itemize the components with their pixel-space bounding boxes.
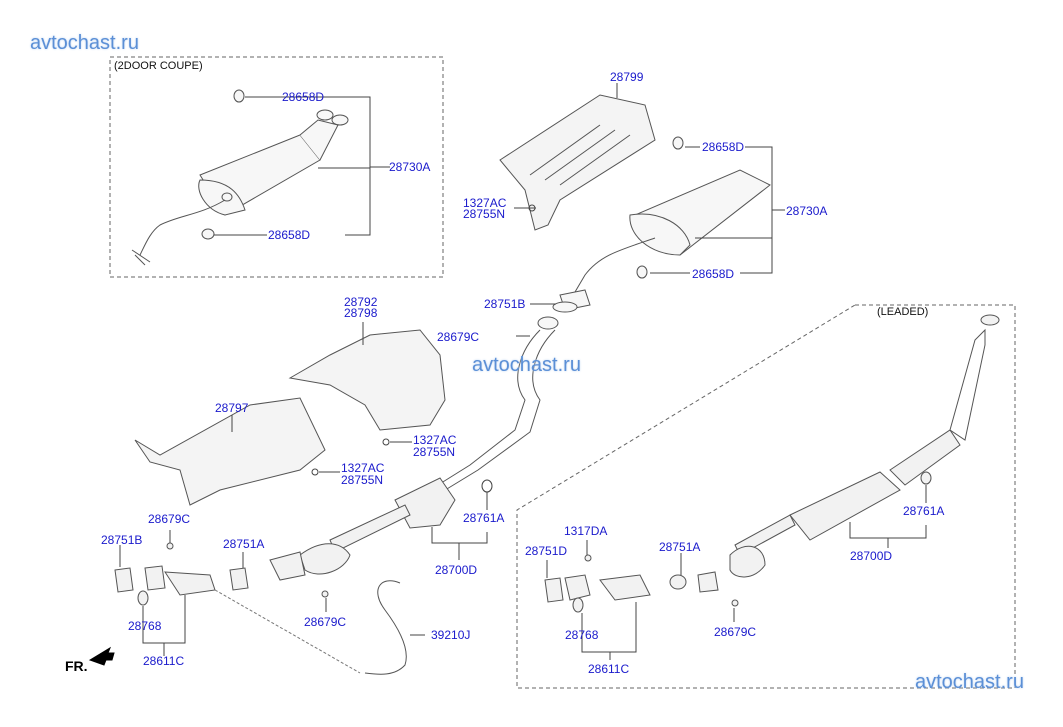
part-label-28700d[interactable]: 28700D	[435, 563, 478, 577]
part-label-28761a[interactable]: 28761A	[463, 511, 505, 525]
part-label-28730a[interactable]: 28730A	[786, 204, 828, 218]
part-label-28751b[interactable]: 28751B	[101, 533, 143, 547]
part-label-28751a[interactable]: 28751A	[223, 537, 265, 551]
part-label-28768[interactable]: 28768	[565, 628, 599, 642]
part-label-28751d[interactable]: 28751D	[525, 544, 568, 558]
leaded-group-border	[516, 304, 1016, 689]
part-label-39210j[interactable]: 39210J	[431, 628, 471, 642]
watermark-center: avtochast.ru	[472, 354, 581, 376]
part-label-28799[interactable]: 28799	[610, 70, 644, 84]
center-heat-protector-drawing	[288, 329, 446, 431]
part-label-28761a[interactable]: 28761A	[903, 504, 945, 518]
part-label-28755n[interactable]: 28755N	[341, 473, 384, 487]
part-label-28797[interactable]: 28797	[215, 401, 249, 415]
part-label-28611c[interactable]: 28611C	[143, 654, 185, 668]
coupe-muffler-drawing	[131, 89, 349, 266]
part-label-28755n[interactable]: 28755N	[413, 445, 456, 459]
leaded-converter-drawing	[544, 314, 1000, 613]
part-label-28679c[interactable]: 28679C	[304, 615, 347, 629]
front-heat-protector-drawing	[134, 397, 326, 506]
part-label-28611c[interactable]: 28611C	[588, 662, 630, 676]
center-pipe-drawing	[429, 301, 578, 496]
part-label-28751a[interactable]: 28751A	[659, 540, 701, 554]
part-label-28798[interactable]: 28798	[344, 306, 378, 320]
part-label-28679c[interactable]: 28679C	[437, 330, 480, 344]
coupe-group-note: (2DOOR COUPE)	[114, 60, 203, 72]
part-label-1317da[interactable]: 1317DA	[564, 524, 608, 538]
part-label-28700d[interactable]: 28700D	[850, 549, 893, 563]
part-label-28658d[interactable]: 28658D	[692, 267, 735, 281]
coupe-group-border	[109, 56, 444, 278]
part-label-28730a[interactable]: 28730A	[389, 160, 431, 174]
oxygen-sensor-wire	[364, 580, 407, 675]
part-label-28658d[interactable]: 28658D	[282, 90, 325, 104]
leaded-group-note: (LEADED)	[877, 306, 929, 318]
coupe-leader-top	[245, 96, 371, 236]
part-label-28755n[interactable]: 28755N	[463, 207, 506, 221]
watermark-top-left: avtochast.ru	[30, 32, 139, 54]
part-label-1327ac[interactable]: 1327AC	[413, 433, 457, 447]
main-converter-drawing	[269, 477, 456, 581]
front-direction-label: FR.	[65, 658, 88, 674]
part-label-1327ac[interactable]: 1327AC	[463, 196, 507, 210]
front-direction-arrow	[88, 646, 115, 666]
watermark-bottom-right: avtochast.ru	[915, 671, 1024, 693]
front-pipe-drawing	[114, 542, 329, 606]
part-label-1327ac[interactable]: 1327AC	[341, 461, 385, 475]
part-label-28658d[interactable]: 28658D	[268, 228, 311, 242]
part-label-28679c[interactable]: 28679C	[714, 625, 757, 639]
part-label-28658d[interactable]: 28658D	[702, 140, 745, 154]
part-label-28768[interactable]: 28768	[128, 619, 162, 633]
rear-heat-protector-drawing	[499, 94, 656, 231]
part-label-28792[interactable]: 28792	[344, 295, 378, 309]
part-label-28751b[interactable]: 28751B	[484, 297, 526, 311]
part-label-28679c[interactable]: 28679C	[148, 512, 191, 526]
